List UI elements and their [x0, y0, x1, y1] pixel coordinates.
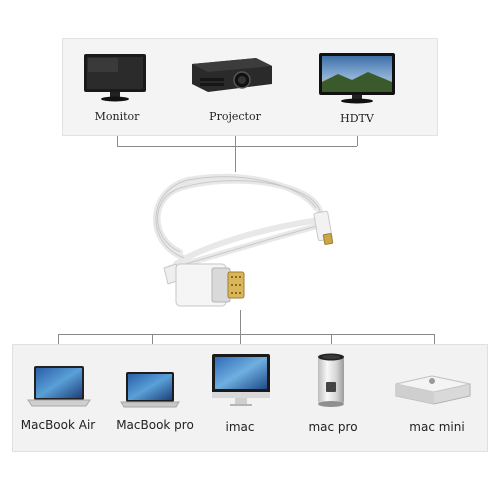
mac-pro-label: mac pro	[308, 420, 358, 434]
mac-mini-label: mac mini	[409, 420, 465, 434]
top-connector-hdtv	[357, 136, 358, 146]
mac-mini-icon	[395, 375, 471, 405]
bottom-connector-mac-pro	[331, 334, 332, 352]
top-connector-trunk	[235, 146, 236, 172]
macbook-pro-label: MacBook pro	[116, 418, 194, 432]
monitor-icon	[84, 54, 146, 102]
top-connector-horizontal	[117, 146, 357, 147]
bottom-connector-trunk	[240, 310, 241, 334]
mac-pro-icon	[318, 353, 344, 407]
cable-image	[153, 173, 334, 307]
imac-icon	[212, 354, 270, 406]
macbook-air-label: MacBook Air	[20, 418, 96, 432]
projector-label: Projector	[209, 110, 261, 123]
macbook-pro-icon	[120, 372, 180, 408]
hdtv-label: HDTV	[340, 112, 374, 125]
bottom-connector-imac	[240, 334, 241, 352]
macbook-air-icon	[27, 366, 91, 407]
imac-label: imac	[225, 420, 255, 434]
bottom-connector-horizontal	[58, 334, 434, 335]
top-connector-monitor	[117, 136, 118, 146]
monitor-label: Monitor	[94, 110, 140, 123]
hdtv-icon	[319, 53, 395, 104]
top-connector-projector	[235, 136, 236, 146]
projector-icon	[192, 58, 272, 92]
